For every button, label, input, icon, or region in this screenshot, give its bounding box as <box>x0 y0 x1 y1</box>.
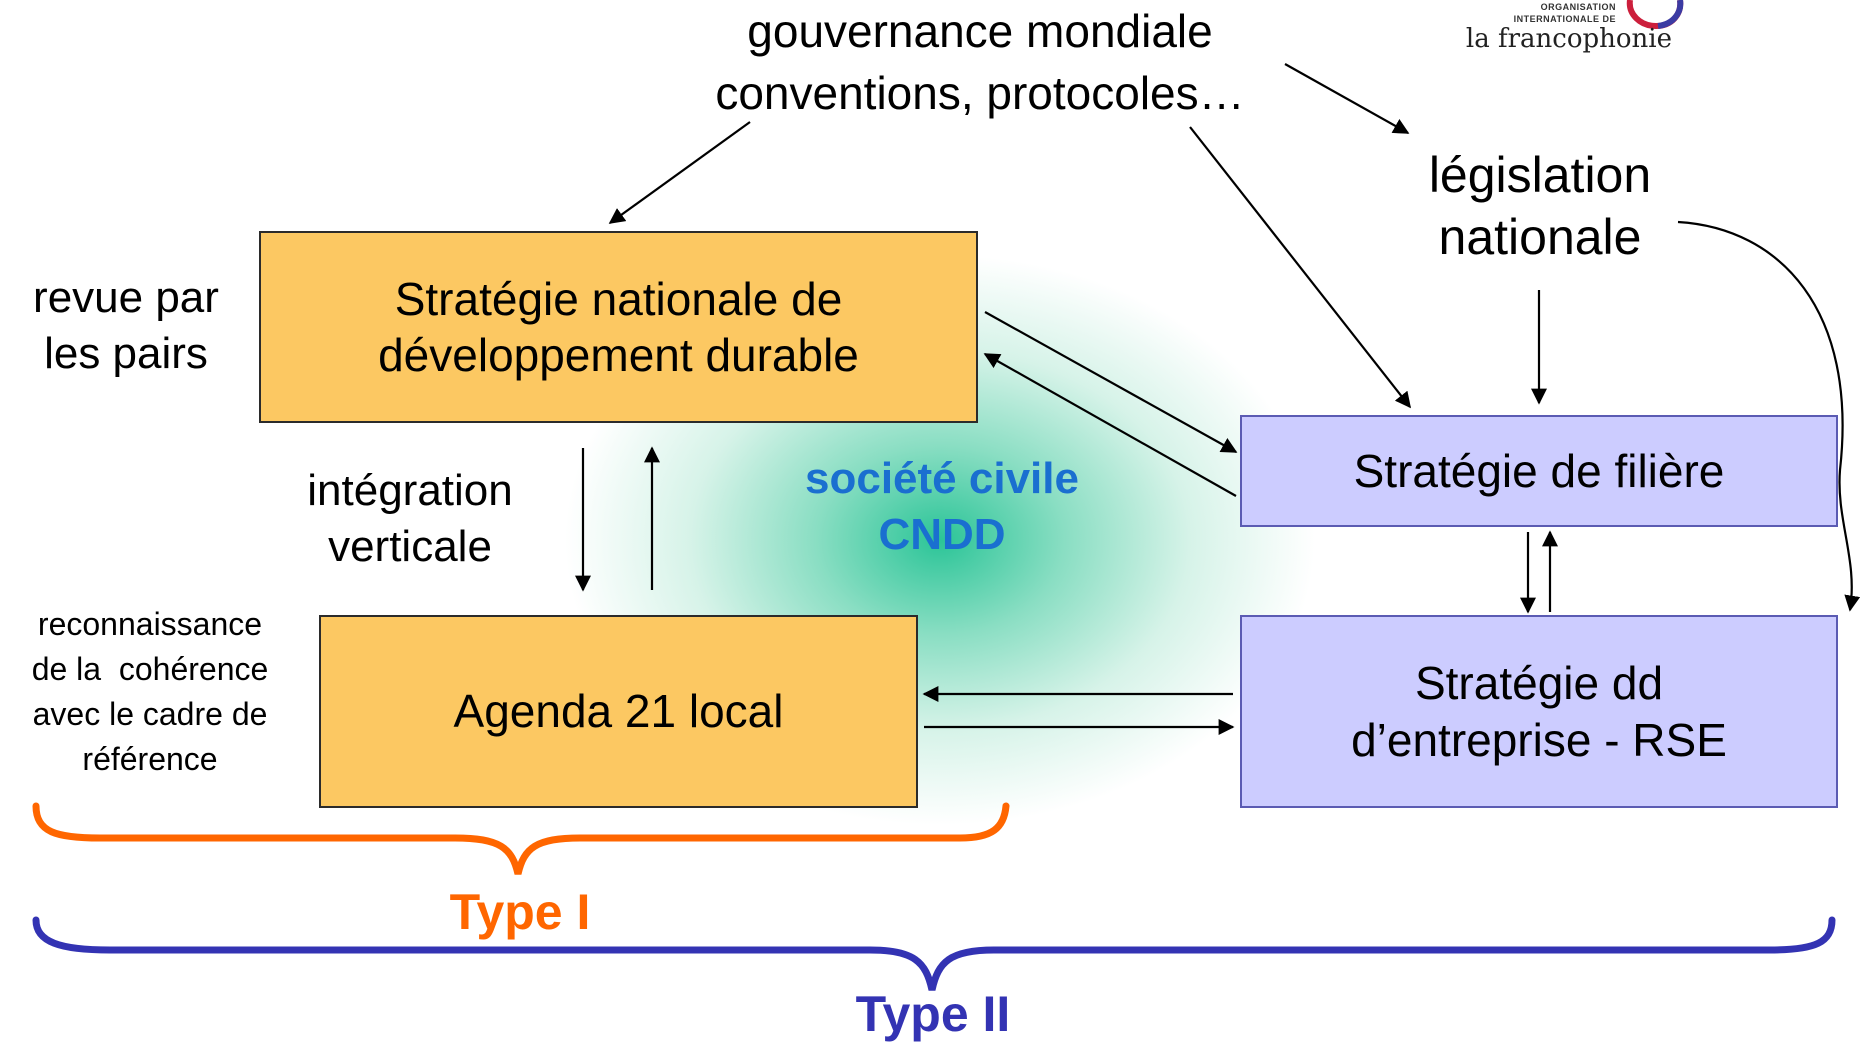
gouvernance-line2: conventions, protocoles… <box>715 67 1245 119</box>
legislation-label: législation nationale <box>1380 144 1700 268</box>
coherence-label: reconnaissance de la cohérence avec le c… <box>0 602 300 782</box>
coherence-line1: reconnaissance <box>37 606 263 642</box>
peer-review-line1: revue par <box>33 273 219 322</box>
type1-label: Type I <box>449 884 591 940</box>
coherence-line3: avec le cadre de <box>32 696 268 732</box>
arrow-conventions-to-legislation <box>1284 63 1410 134</box>
logo-line1: ORGANISATION <box>1540 2 1616 12</box>
rse-strategy-line1: Stratégie dd <box>1414 657 1664 710</box>
francophonie-logo: ORGANISATION INTERNATIONALE DE la franco… <box>1456 0 1696 56</box>
civil-society-line1: société civile <box>805 454 1079 503</box>
type2-brace <box>32 916 1836 991</box>
logo-line2: INTERNATIONALE DE <box>1513 14 1616 24</box>
gouvernance-line1: gouvernance mondiale <box>747 5 1213 57</box>
national-strategy-box: Stratégie nationale de développement dur… <box>259 231 978 423</box>
agenda21-box: Agenda 21 local <box>319 615 918 808</box>
arrow-gouvernance-to-snd <box>608 121 751 224</box>
filiere-strategy-label: Stratégie de filière <box>1353 444 1725 497</box>
national-strategy-line2: développement durable <box>378 329 859 381</box>
type2-label: Type II <box>855 986 1011 1042</box>
rse-strategy-box: Stratégie dd d’entreprise - RSE <box>1240 615 1838 808</box>
coherence-line2: de la cohérence <box>31 651 269 687</box>
rse-strategy-line2: d’entreprise - RSE <box>1351 713 1727 766</box>
vertical-integration-label: intégration verticale <box>280 463 540 575</box>
peer-review-label: revue par les pairs <box>0 270 252 382</box>
peer-review-line2: les pairs <box>44 329 208 378</box>
arrow-legislation-to-rse <box>1677 220 1861 612</box>
filiere-strategy-box: Stratégie de filière <box>1240 415 1838 527</box>
legislation-line1: législation <box>1428 147 1652 203</box>
agenda21-label: Agenda 21 local <box>453 685 784 738</box>
civil-society-label: société civile CNDD <box>762 451 1122 563</box>
civil-society-line2: CNDD <box>878 510 1006 559</box>
arrow-conventions-to-filiere <box>1189 126 1411 409</box>
arrow-snd-to-filiere <box>984 311 1238 453</box>
vertical-integration-line1: intégration <box>307 466 513 515</box>
arrow-filiere-to-snd <box>983 353 1237 497</box>
coherence-line4: référence <box>82 741 218 777</box>
national-strategy-line1: Stratégie nationale de <box>394 272 843 325</box>
vertical-integration-line2: verticale <box>328 522 492 571</box>
legislation-line2: nationale <box>1438 209 1642 265</box>
logo-name: la francophonie <box>1465 24 1672 54</box>
gouvernance-label: gouvernance mondiale conventions, protoc… <box>640 0 1320 124</box>
type1-brace <box>32 802 1010 875</box>
